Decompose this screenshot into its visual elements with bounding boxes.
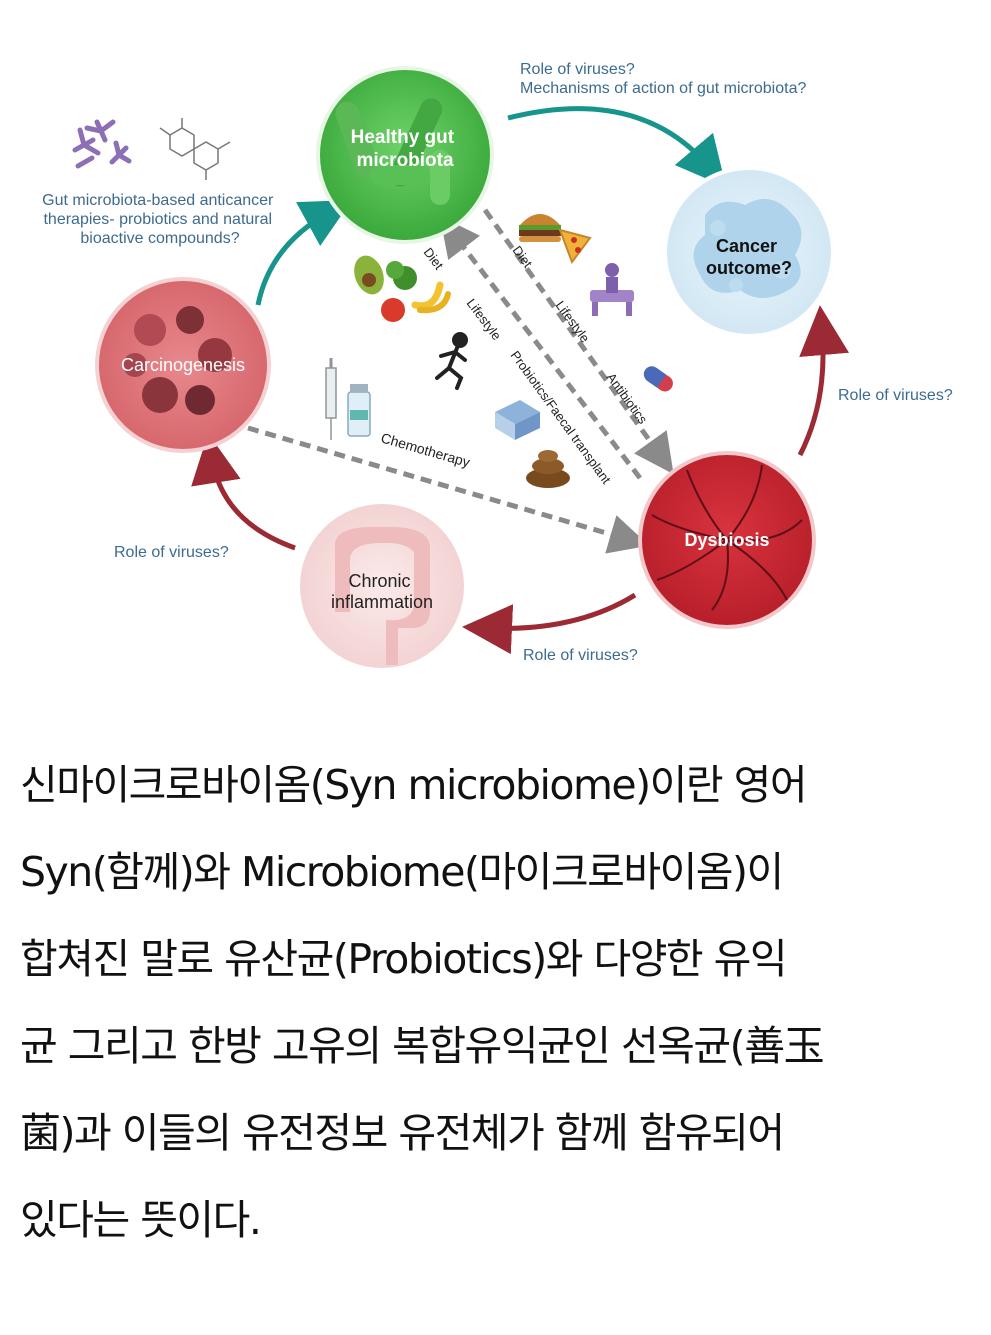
carcinogenesis-label: Carcinogenesis: [121, 355, 245, 375]
question-therapies-line1: Gut microbiota-based anticancer: [42, 192, 274, 209]
healthy-label-line2: microbiota: [356, 150, 454, 171]
probiotic-box-icon: [495, 400, 540, 440]
label-lifestyle-left: Lifestyle: [464, 296, 505, 343]
chronic-label-line2: inflammation: [331, 592, 433, 612]
vial-icon: [347, 384, 371, 437]
question-top: Role of viruses? Mechanisms of action of…: [520, 61, 806, 97]
question-bottom: Role of viruses?: [523, 647, 638, 664]
syringe-icon: [325, 358, 337, 440]
dashed-arrow-dysbiosis-to-healthy: [439, 216, 642, 480]
vegetables-icon: [354, 255, 451, 322]
question-right: Role of viruses?: [838, 387, 953, 404]
label-diet-left: Diet: [421, 245, 447, 273]
question-therapies-line3: bioactive compounds?: [80, 230, 239, 247]
arrow-dysbiosis-to-chronic: [462, 592, 637, 655]
arrow-chronic-to-carcinogenesis: [191, 433, 296, 551]
question-top-line1: Role of viruses?: [520, 61, 635, 78]
caption-line-2: Syn(함께)와 Microbiome(마이크로바이옴)이: [20, 848, 784, 896]
molecule-icon: [159, 118, 231, 180]
capsule-icon: [643, 366, 673, 392]
svg-text:Healthy gut microbiota: Healthy gut microbiota: [351, 127, 460, 171]
arrow-dysbiosis-to-cancer: [797, 305, 850, 457]
node-cancer-outcome: Cancer outcome?: [663, 166, 835, 338]
couch-person-icon: [590, 263, 634, 316]
arrow-healthy-to-cancer: [507, 106, 727, 188]
burger-icon: [519, 214, 561, 242]
svg-text:Chronic inflammation: Chronic inflammation: [331, 571, 433, 612]
caption-line-4: 균 그리고 한방 고유의 복합유익균인 선옥균(善玉: [20, 1022, 825, 1070]
caption-line-1: 신마이크로바이옴(Syn microbiome)이란 영어: [20, 761, 808, 809]
question-therapies-line2: therapies- probiotics and natural: [43, 211, 272, 228]
label-lifestyle-right: Lifestyle: [553, 298, 593, 345]
dashed-arrow-healthy-to-dysbiosis: [482, 208, 674, 475]
label-chemotherapy: Chemotherapy: [379, 430, 472, 471]
cancer-label-line1: Cancer: [716, 236, 777, 256]
dashed-arrow-carcinogenesis-to-dysbiosis: [247, 425, 650, 554]
svg-text:Cancer outcome?: Cancer outcome?: [706, 236, 792, 278]
cancer-label-line2: outcome?: [706, 258, 792, 278]
question-therapies: Gut microbiota-based anticancer therapie…: [42, 192, 278, 247]
caption-line-3: 합쳐진 말로 유산균(Probiotics)와 다양한 유익: [20, 935, 788, 983]
question-left: Role of viruses?: [114, 544, 229, 561]
runner-icon: [435, 332, 468, 390]
dysbiosis-label: Dysbiosis: [684, 530, 769, 550]
pizza-icon: [558, 228, 592, 265]
caption-line-5: 菌)과 이들의 유전정보 유전체가 함께 함유되어: [20, 1109, 785, 1157]
chronic-label-line1: Chronic: [348, 571, 410, 591]
node-healthy-gut-microbiota: Healthy gut microbiota: [316, 66, 494, 244]
label-antibiotics: Antibiotics: [604, 370, 651, 427]
caption-paragraph: 신마이크로바이옴(Syn microbiome)이란 영어 Syn(함께)와 M…: [20, 742, 980, 1264]
microbiota-cancer-diagram: Healthy gut microbiota Cancer outcome? C…: [42, 61, 953, 672]
node-carcinogenesis: Carcinogenesis: [95, 277, 271, 453]
caption-line-6: 있다는 뜻이다.: [20, 1196, 262, 1244]
stool-icon: [526, 450, 570, 488]
antibody-icon: [72, 119, 132, 169]
question-top-line2: Mechanisms of action of gut microbiota?: [520, 80, 806, 97]
arrow-carcinogenesis-to-healthy: [255, 199, 352, 306]
node-dysbiosis: Dysbiosis: [638, 451, 816, 629]
healthy-label-line1: Healthy gut: [351, 127, 455, 148]
node-chronic-inflammation: Chronic inflammation: [296, 500, 468, 672]
